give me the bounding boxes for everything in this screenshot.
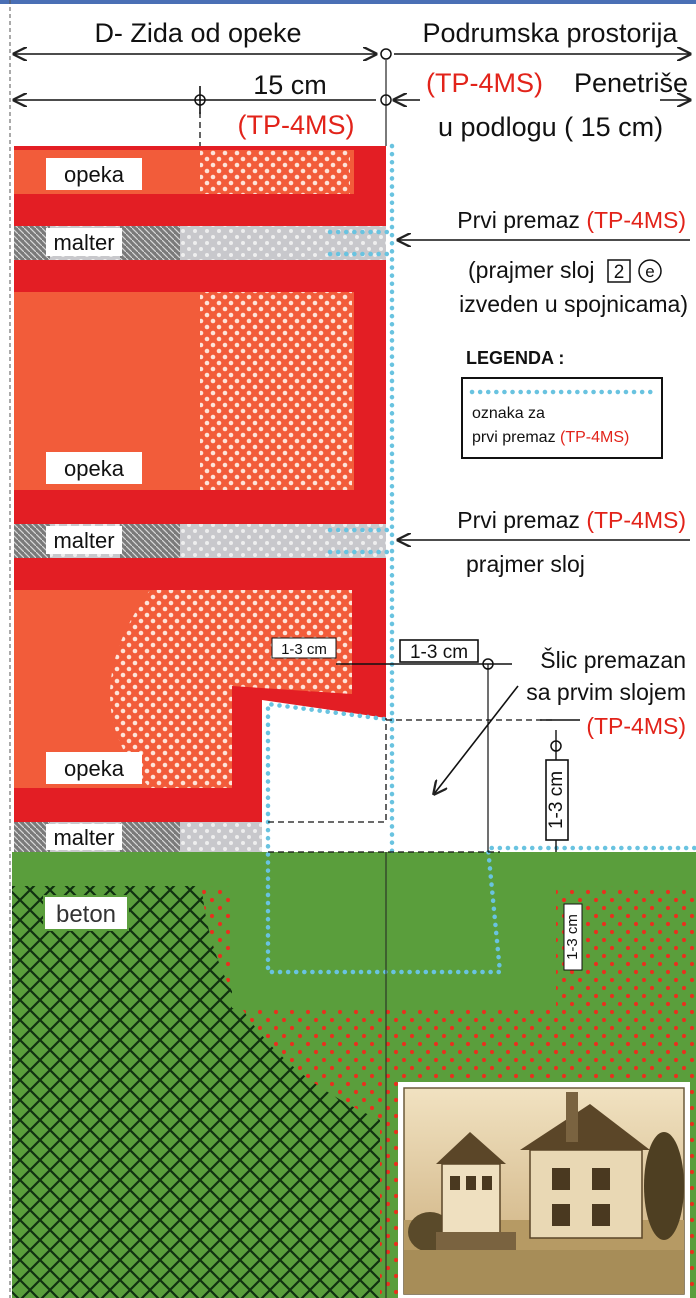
dim-small: 1-3 cm <box>281 641 327 658</box>
brick-wall <box>14 146 386 852</box>
first-coat-circle: e <box>645 262 654 281</box>
wall-title: D- Zida od opeke <box>94 18 301 48</box>
room-title: Podrumska prostorija <box>422 18 678 48</box>
callout-slot: Šlic premazan sa prvim slojem (TP-4MS) <box>434 646 686 794</box>
svg-text:Prvi premaz (TP-4MS): Prvi premaz (TP-4MS) <box>457 207 686 233</box>
svg-text:Prvi premaz (TP-4MS): Prvi premaz (TP-4MS) <box>457 507 686 533</box>
first-coat-line2: (prajmer sloj <box>468 257 595 283</box>
penetrates-product: (TP-4MS) <box>426 68 543 98</box>
primer-coat <box>265 143 696 975</box>
penetrates-text: Penetriše <box>574 68 688 98</box>
callout-first-coat: Prvi premaz (TP-4MS) (prajmer sloj 2 e i… <box>398 207 690 317</box>
label-opeka-1: opeka <box>64 162 125 187</box>
house-photo-icon <box>398 1082 690 1298</box>
legend-title: LEGENDA : <box>466 348 564 368</box>
first-coat-product: (TP-4MS) <box>586 207 686 233</box>
penetrates-depth: u podlogu ( 15 cm) <box>438 112 663 142</box>
label-beton: beton <box>56 901 116 928</box>
slot-dimensions: 1-3 cm 1-3 cm 1-3 cm 1-3 cm <box>271 637 583 971</box>
first-coat-text: Prvi premaz <box>457 207 580 233</box>
label-opeka-3: opeka <box>64 756 125 781</box>
slot-line1: Šlic premazan <box>540 646 686 673</box>
dim-vertical-small: 1-3 cm <box>564 914 581 960</box>
legend-line1: oznaka za <box>472 405 545 422</box>
label-opeka-2: opeka <box>64 456 125 481</box>
dim-vertical-box: 1-3 cm <box>546 771 567 829</box>
material-labels: opeka malter opeka malter opeka malter b… <box>43 158 142 931</box>
label-malter-2: malter <box>53 528 114 553</box>
first-coat-line3: izveden u spojnicama) <box>459 291 688 317</box>
label-malter-3: malter <box>53 825 114 850</box>
thickness-label: 15 cm <box>253 70 327 100</box>
label-malter-1: malter <box>53 230 114 255</box>
legend-product: (TP-4MS) <box>560 429 629 446</box>
dim-box: 1-3 cm <box>410 642 468 663</box>
legend-line2: prvi premaz <box>472 429 556 446</box>
primer-product: (TP-4MS) <box>586 507 686 533</box>
callout-primer: Prvi premaz (TP-4MS) prajmer sloj <box>398 507 690 577</box>
thickness-product: (TP-4MS) <box>238 110 355 140</box>
primer-text: Prvi premaz <box>457 507 580 533</box>
primer-line2: prajmer sloj <box>466 551 585 577</box>
legend: LEGENDA : oznaka za prvi premaz (TP-4MS) <box>461 348 663 459</box>
slot-line3: (TP-4MS) <box>586 713 686 739</box>
slot-guides <box>199 112 556 853</box>
first-coat-box: 2 <box>614 262 625 283</box>
slot-line2: sa prvim slojem <box>526 679 686 705</box>
svg-text:prvi premaz (TP-4MS): prvi premaz (TP-4MS) <box>472 429 629 446</box>
